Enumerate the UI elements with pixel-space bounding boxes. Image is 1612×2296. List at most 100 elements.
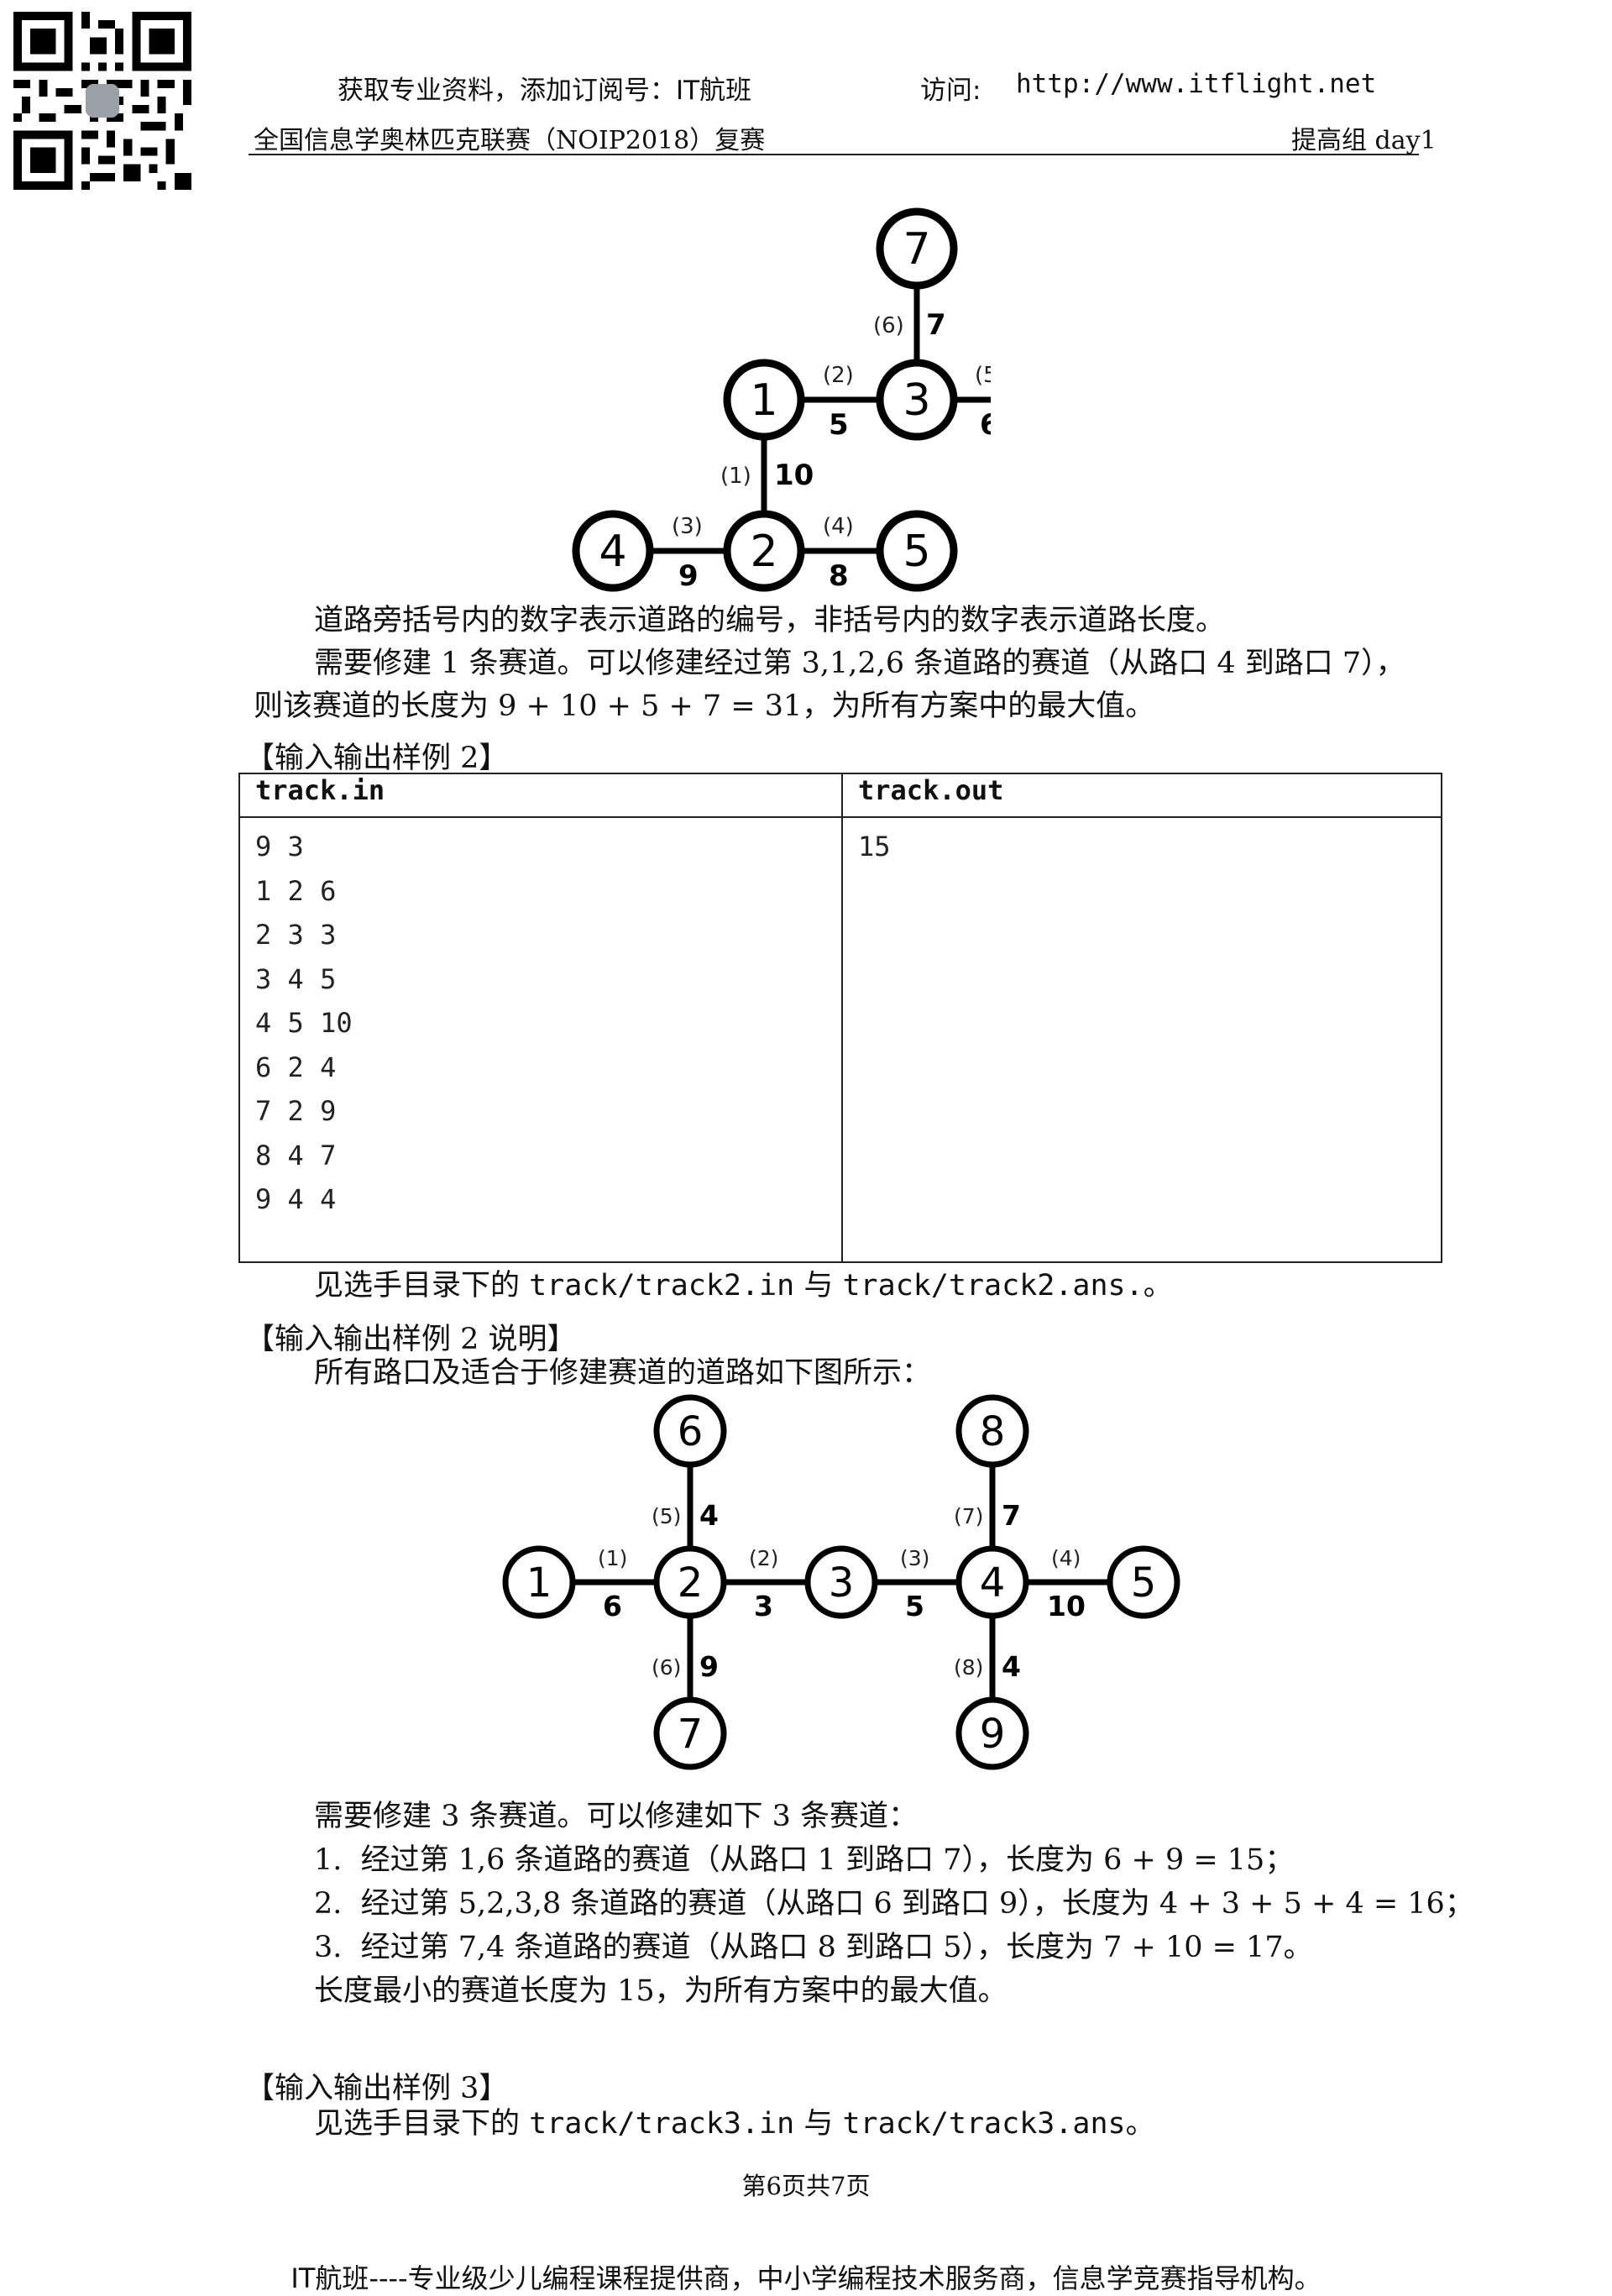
- node-circle: [876, 359, 958, 441]
- edge-id-label: (4): [1051, 1546, 1081, 1570]
- node-label: 2: [750, 527, 777, 577]
- node-label: 9: [980, 1711, 1006, 1758]
- input-line: 6 2 4: [255, 1051, 337, 1083]
- edge-length-label: 4: [1002, 1650, 1021, 1683]
- sample2-explain-intro: 所有路口及适合于修建赛道的道路如下图所示：: [314, 1356, 932, 1390]
- node-circle: [804, 1545, 878, 1619]
- sample3-file-reference: 见选手目录下的 track/track3.in 与 track/track3.a…: [314, 2110, 1155, 2139]
- qr-code: [13, 12, 191, 190]
- header-rule: [249, 154, 1419, 155]
- input-content: 9 3 1 2 6 2 3 3 3 4 5 4 5 10 6 2 4 7 2 9…: [238, 816, 843, 1263]
- sample2-route-3: 3. 经过第 7,4 条道路的赛道（从路口 8 到路口 5），长度为 7 + 1…: [314, 1931, 1313, 1964]
- edge-length-label: 3: [754, 1590, 773, 1622]
- input-line: 4 5 10: [255, 1007, 353, 1039]
- node-circle: [572, 510, 654, 592]
- input-line: 1 2 6: [255, 874, 337, 907]
- edge-id-label: (8): [954, 1655, 983, 1680]
- edge-id-label: (6): [652, 1655, 681, 1680]
- sample2-ans-file: track/track2.ans.: [842, 1269, 1144, 1303]
- edge-length-label: 9: [699, 1650, 719, 1683]
- sample3-ans-file: track/track3.ans: [842, 2107, 1126, 2141]
- tree-diagram-2: 6 8 1 2 3 4 5 7 9 (5) (7) (1) (2) (3) (4…: [502, 1394, 1180, 1770]
- sample2-in-file: track/track2.in: [529, 1269, 795, 1303]
- promo-visit-label: 访问:: [920, 76, 981, 106]
- node-circle: [653, 1696, 727, 1770]
- node-label: 7: [678, 1711, 704, 1758]
- header-division: 提高组 day1: [1291, 126, 1437, 155]
- node-circle: [955, 1545, 1029, 1619]
- sample2-route-2: 2. 经过第 5,2,3,8 条道路的赛道（从路口 6 到路口 9），长度为 4…: [314, 1887, 1474, 1921]
- sample3-in-file: track/track3.in: [529, 2107, 795, 2141]
- edge-id-label: (5): [652, 1504, 681, 1528]
- input-line: 2 3 3: [255, 919, 337, 951]
- node-circle: [876, 207, 958, 290]
- node-circle: [955, 1394, 1029, 1468]
- node-label: 1: [526, 1559, 552, 1607]
- edge-id-label: (7): [954, 1504, 983, 1528]
- node-label: 4: [599, 527, 626, 577]
- sample1-note: 道路旁括号内的数字表示道路的编号，非括号内的数字表示道路长度。: [314, 604, 1226, 637]
- edge-length-label: 8: [829, 559, 849, 593]
- promo-subscribe-text: 获取专业资料，添加订阅号：IT航班: [338, 76, 752, 106]
- edge-id-label: (2): [823, 363, 854, 388]
- node-label: 8: [980, 1408, 1006, 1455]
- output-content: 15: [841, 816, 1442, 1263]
- input-line: 9 4 4: [255, 1183, 337, 1215]
- node-label: 1: [750, 375, 777, 426]
- node-label: 5: [903, 527, 930, 577]
- edge-length-label: 6: [603, 1590, 622, 1622]
- node-circle: [876, 510, 958, 592]
- tree-diagram-1: 7 1 3 6 4 2 5 (6) (2) (5) (1) (3) (4) 7 …: [572, 207, 991, 593]
- header-contest-title: 全国信息学奥林匹克联赛（NOIP2018）复赛: [254, 126, 766, 155]
- edge-length-label: 5: [905, 1590, 924, 1622]
- footer-slogan: IT航班----专业级少儿编程课程提供商，中小学编程技术服务商，信息学竞赛指导机…: [290, 2262, 1322, 2294]
- edge-id-label: (2): [749, 1546, 778, 1570]
- input-line: 8 4 7: [255, 1139, 337, 1172]
- input-line: 9 3: [255, 831, 304, 862]
- node-circle: [723, 359, 805, 441]
- output-line: 15: [858, 831, 891, 862]
- node-label: 5: [1131, 1559, 1157, 1607]
- node-circle: [1107, 1545, 1180, 1619]
- node-label: 7: [903, 224, 930, 275]
- edge-length-label: 6: [980, 408, 991, 442]
- node-label: 4: [980, 1559, 1006, 1607]
- edge-id-label: (4): [823, 514, 854, 539]
- input-line: 7 2 9: [255, 1095, 337, 1127]
- see-mid: 与: [794, 1269, 843, 1303]
- see-prefix: 见选手目录下的: [314, 2107, 530, 2141]
- sample2-file-reference: 见选手目录下的 track/track2.in 与 track/track2.a…: [314, 1271, 1173, 1301]
- edge-id-label: (1): [598, 1546, 627, 1570]
- edge-length-label: 7: [1002, 1499, 1021, 1532]
- input-file-header: track.in: [238, 773, 843, 818]
- sample2-route-1: 1. 经过第 1,6 条道路的赛道（从路口 1 到路口 7），长度为 6 + 9…: [314, 1843, 1295, 1877]
- sample2-conclusion: 长度最小的赛道长度为 15，为所有方案中的最大值。: [314, 1974, 1008, 2008]
- sample1-solution: 需要修建 1 条赛道。可以修建经过第 3,1,2,6 条道路的赛道（从路口 4 …: [314, 647, 1405, 680]
- edge-id-label: (5): [975, 363, 991, 388]
- node-label: 6: [678, 1408, 704, 1455]
- see-suffix: 。: [1125, 2107, 1155, 2141]
- edge-length-label: 7: [926, 308, 946, 342]
- node-circle: [653, 1545, 727, 1619]
- input-line: 3 4 5: [255, 962, 337, 995]
- sample2-table: track.in track.out 9 3 1 2 6 2 3 3 3 4 5…: [238, 773, 1442, 1263]
- edge-id-label: (3): [900, 1546, 929, 1570]
- edge-id-label: (3): [672, 514, 703, 539]
- edge-id-label: (1): [720, 464, 751, 489]
- edge-id-label: (6): [873, 313, 904, 338]
- node-circle: [723, 510, 805, 592]
- node-circle: [653, 1394, 727, 1468]
- sample2-need: 需要修建 3 条赛道。可以修建如下 3 条赛道：: [314, 1800, 919, 1833]
- edge-length-label: 5: [829, 408, 849, 442]
- sample3-title: 【输入输出样例 3】: [245, 2072, 509, 2105]
- promo-url-link[interactable]: http://www.itflight.net: [1016, 69, 1377, 99]
- sample2-explain-title: 【输入输出样例 2 说明】: [245, 1323, 577, 1356]
- sample1-conclusion: 则该赛道的长度为 9 + 10 + 5 + 7 = 31，为所有方案中的最大值。: [254, 689, 1155, 723]
- sample2-title: 【输入输出样例 2】: [245, 742, 509, 775]
- node-circle: [955, 1696, 1029, 1770]
- page-number: 第6页共7页: [741, 2172, 871, 2200]
- see-mid: 与: [794, 2107, 843, 2141]
- see-prefix: 见选手目录下的: [314, 1269, 530, 1303]
- output-file-header: track.out: [841, 773, 1442, 818]
- node-label: 2: [678, 1559, 704, 1607]
